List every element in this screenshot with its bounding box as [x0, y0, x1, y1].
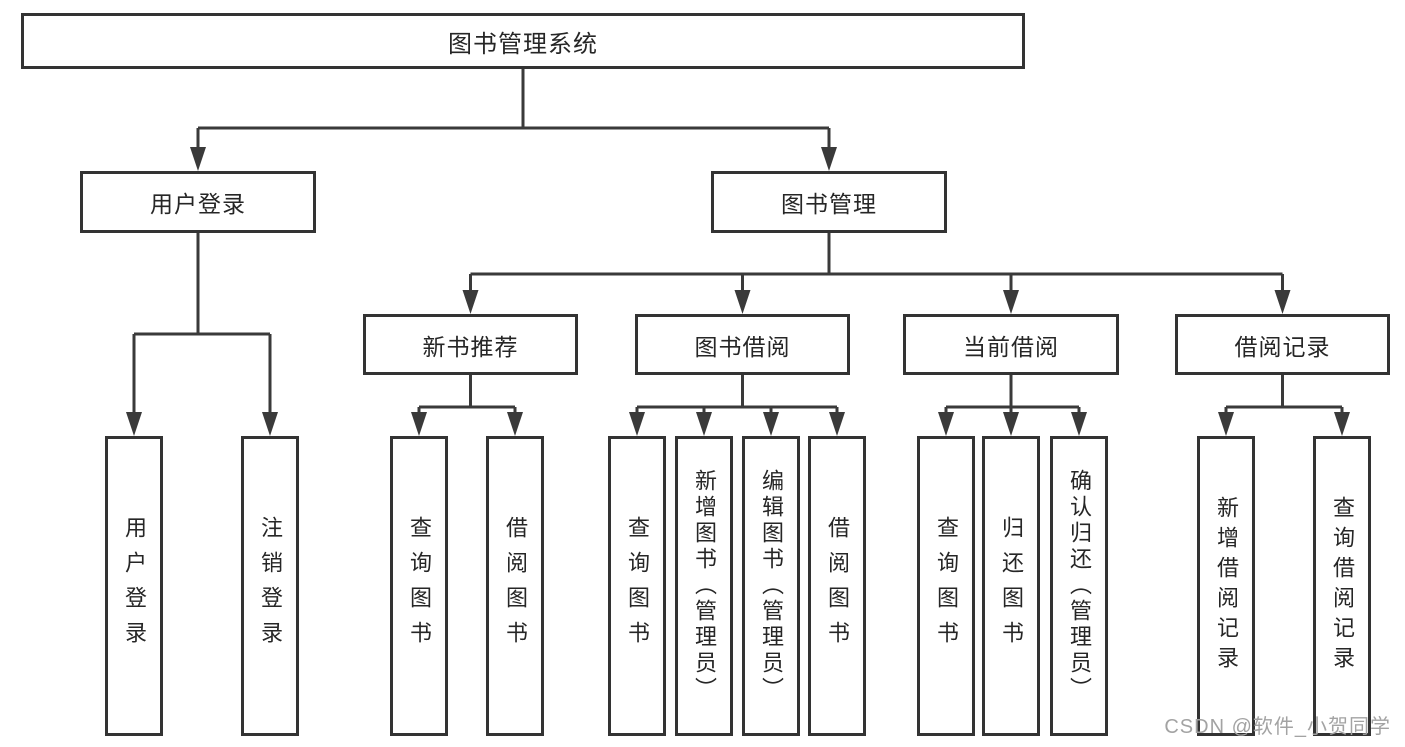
node-label: 用户登录 — [122, 516, 147, 656]
node-label: 新增图书（管理员） — [692, 469, 717, 703]
node-label: 查询图书 — [934, 516, 959, 656]
node-borrowing-edit-books-admin: 编辑图书（管理员） — [742, 436, 800, 736]
node-label: 归还图书 — [999, 516, 1024, 656]
node-book-management: 图书管理 — [711, 171, 947, 233]
node-label: 新增借阅记录 — [1214, 496, 1239, 676]
node-label: 确认归还（管理员） — [1067, 469, 1092, 703]
node-records-query-record: 查询借阅记录 — [1313, 436, 1371, 736]
node-label: 注销登录 — [258, 516, 283, 656]
connector-lines — [132, 69, 1344, 416]
arrowhead-icon — [262, 412, 278, 436]
node-label: 查询借阅记录 — [1330, 496, 1355, 676]
node-borrowing-borrow-books: 借阅图书 — [808, 436, 866, 736]
node-book-borrowing: 图书借阅 — [635, 314, 850, 375]
node-logout-action: 注销登录 — [241, 436, 299, 736]
arrowhead-icon — [462, 290, 479, 314]
node-label: 图书管理 — [781, 191, 877, 217]
node-borrowing-add-books-admin: 新增图书（管理员） — [675, 436, 733, 736]
arrowhead-icon — [763, 412, 779, 436]
arrowhead-icon — [1003, 290, 1019, 314]
node-user-login-action: 用户登录 — [105, 436, 163, 736]
arrowhead-icon — [1274, 290, 1291, 314]
node-label: 用户登录 — [150, 191, 246, 217]
node-current-borrowing: 当前借阅 — [903, 314, 1119, 375]
arrowhead-icon — [411, 412, 427, 436]
node-user-login: 用户登录 — [80, 171, 316, 233]
node-label: 借阅图书 — [503, 516, 528, 656]
node-recommend-borrow-books: 借阅图书 — [486, 436, 544, 736]
arrowhead-icon — [1071, 412, 1087, 436]
arrowhead-icon — [190, 147, 206, 171]
node-borrowing-records: 借阅记录 — [1175, 314, 1390, 375]
node-label: 新书推荐 — [422, 333, 519, 360]
arrowhead-icon — [829, 412, 845, 436]
arrowhead-icon — [734, 290, 751, 314]
node-label: 图书借阅 — [694, 333, 791, 360]
node-label: 查询图书 — [625, 516, 650, 656]
node-recommend-query-books: 查询图书 — [390, 436, 448, 736]
node-current-query-books: 查询图书 — [917, 436, 975, 736]
node-label: 借阅记录 — [1234, 333, 1331, 360]
arrowhead-icon — [1334, 412, 1350, 436]
node-library-management-system: 图书管理系统 — [21, 13, 1025, 69]
arrowhead-icon — [1218, 412, 1234, 436]
node-label: 当前借阅 — [963, 333, 1059, 360]
node-label: 编辑图书（管理员） — [759, 469, 784, 703]
arrowhead-icon — [696, 412, 712, 436]
arrowhead-icon — [126, 412, 142, 436]
arrowhead-icon — [1003, 412, 1019, 436]
node-current-confirm-return-admin: 确认归还（管理员） — [1050, 436, 1108, 736]
node-borrowing-query-books: 查询图书 — [608, 436, 666, 736]
node-new-book-recommend: 新书推荐 — [363, 314, 578, 375]
arrowhead-icon — [821, 147, 837, 171]
node-label: 图书管理系统 — [448, 30, 598, 58]
arrowhead-icon — [938, 412, 954, 436]
arrowhead-icon — [507, 412, 523, 436]
node-label: 查询图书 — [407, 516, 432, 656]
arrowhead-icon — [629, 412, 645, 436]
node-records-add-record: 新增借阅记录 — [1197, 436, 1255, 736]
node-label: 借阅图书 — [825, 516, 850, 656]
node-current-return-books: 归还图书 — [982, 436, 1040, 736]
